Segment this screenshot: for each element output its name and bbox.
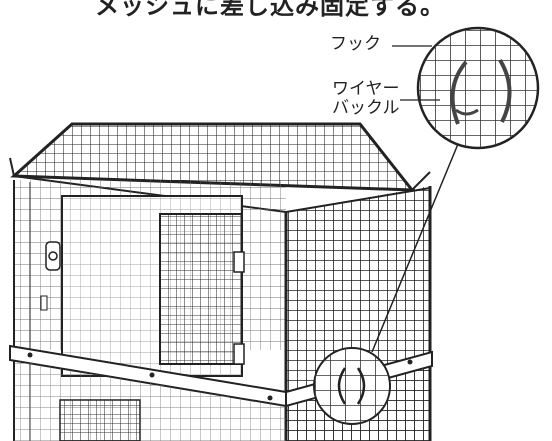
left-latch	[40, 241, 61, 311]
hook-wire-icon	[450, 60, 468, 125]
small-detail-circle	[313, 347, 391, 425]
top-lid	[9, 122, 431, 213]
instruction-caption: メッシュに差し込み固定する。	[95, 0, 445, 20]
wire-buckle-label-line2: バックル	[332, 98, 400, 118]
lower-cage	[14, 360, 430, 441]
hook-label: フック	[330, 34, 381, 54]
front-door	[61, 195, 245, 377]
wire-buckle-label: ワイヤー バックル	[332, 80, 400, 118]
wire-buckle-label-line1: ワイヤー	[332, 79, 400, 99]
large-detail-circle	[416, 26, 540, 150]
leader-line	[371, 143, 459, 353]
